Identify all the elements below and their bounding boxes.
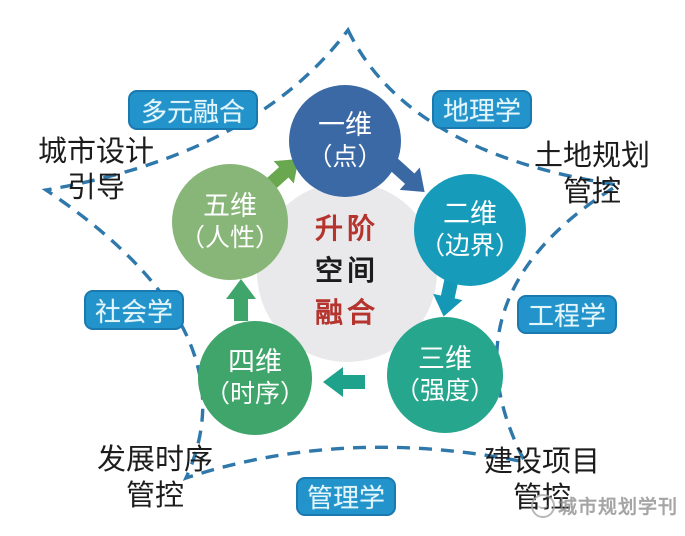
label-line: 城市设计: [37, 136, 154, 168]
dimension-label: 五维: [203, 190, 257, 221]
dimension-circle-5d: 五维 （人性）: [172, 164, 288, 280]
dimension-label: 二维: [443, 198, 497, 229]
dimension-sub: （人性）: [179, 224, 280, 252]
dimension-circle-1d: 一维 （点）: [289, 85, 401, 197]
badge-geography: 地理学: [432, 90, 532, 129]
label-line: 引导: [66, 172, 125, 204]
dimension-sub: （强度）: [394, 377, 495, 405]
core-line-upgrade: 升阶: [314, 214, 379, 245]
label-construction-project-control: 建设项目 管控: [457, 444, 627, 516]
label-line: 管控: [125, 480, 184, 512]
badge-management: 管理学: [296, 477, 396, 516]
dimension-label: 一维: [318, 109, 372, 140]
dimension-circle-4d: 四维 （时序）: [198, 321, 312, 435]
arrow-4to5-icon: [226, 279, 256, 321]
badge-multi-integration: 多元融合: [128, 90, 258, 130]
dimension-circle-2d: 二维 （边界）: [414, 174, 526, 286]
label-line: 土地规划: [533, 140, 650, 172]
core-line-fusion: 融合: [314, 298, 379, 329]
journal-logo-icon: [531, 493, 555, 518]
arrow-3to4-icon: [323, 367, 365, 397]
label-development-sequence-control: 发展时序 管控: [70, 442, 240, 514]
watermark: 城市规划学刊: [531, 492, 678, 519]
dimension-label: 四维: [228, 346, 282, 377]
arrow-2to3-icon: [433, 274, 463, 317]
dimension-circle-3d: 三维 （强度）: [387, 317, 503, 433]
label-line: 发展时序: [96, 444, 213, 476]
dimension-sub: （边界）: [419, 232, 520, 260]
watermark-text: 城市规划学刊: [558, 497, 679, 518]
label-urban-design-guidance: 城市设计 引导: [11, 134, 181, 206]
dimension-sub: （点）: [307, 143, 383, 171]
star-dashed-outline: [41, 26, 623, 481]
dimension-sub: （时序）: [204, 380, 305, 408]
badge-engineering: 工程学: [517, 295, 617, 334]
dimension-label: 三维: [418, 343, 472, 374]
core-line-space: 空间: [314, 256, 379, 287]
badge-sociology: 社会学: [84, 290, 184, 330]
label-line: 管控: [562, 176, 621, 208]
label-line: 建设项目: [483, 446, 600, 478]
label-land-planning-control: 土地规划 管控: [507, 138, 677, 210]
arrow-1to2-icon: [388, 158, 425, 193]
